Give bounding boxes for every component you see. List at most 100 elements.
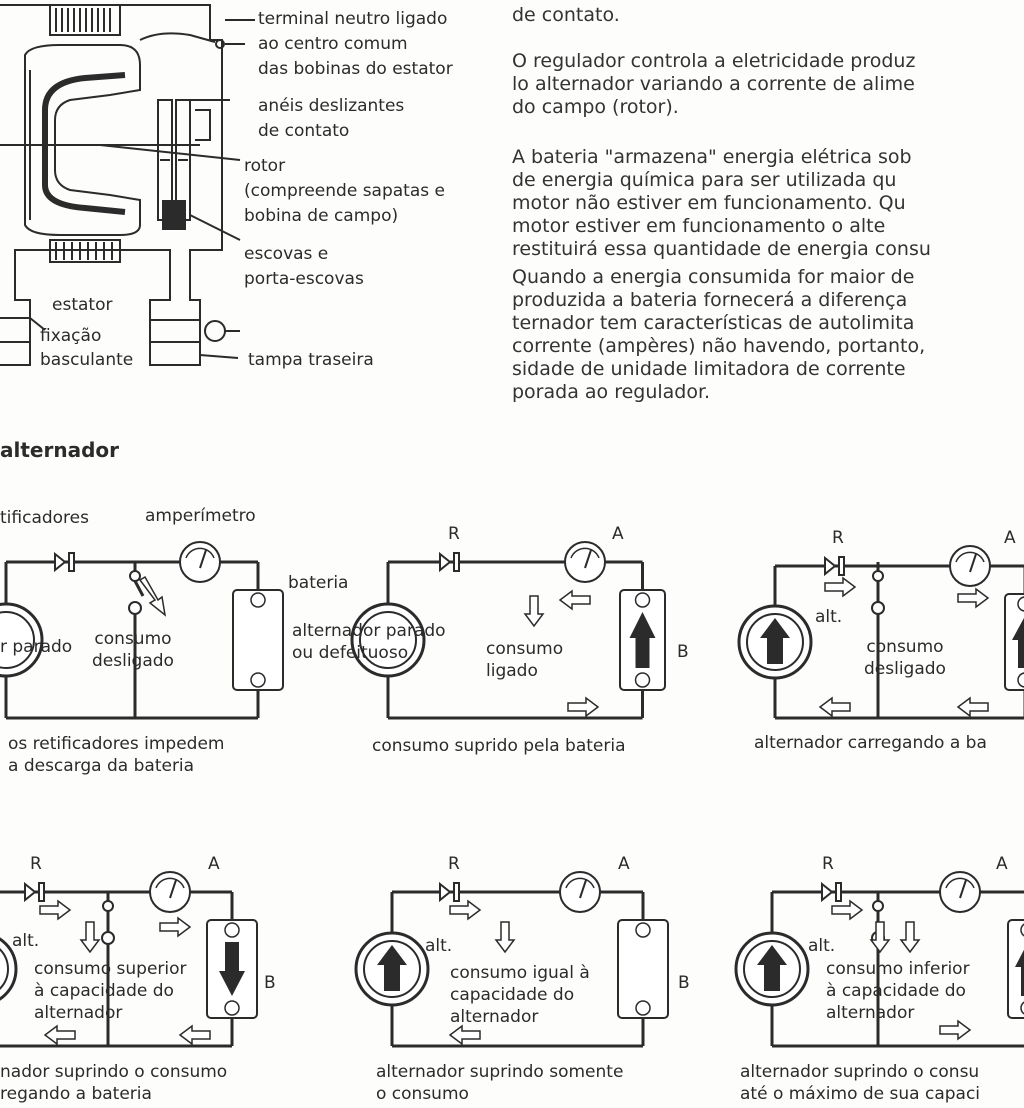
circuit-6-ammeter-scale: [945, 877, 975, 889]
label-alt-6: alt.: [808, 936, 836, 956]
circuit-5-battery-plus: [635, 922, 651, 938]
circuit-2-current-arrow-2: [523, 595, 545, 628]
circuit-6-battery-minus: [1020, 1001, 1024, 1015]
circuit-4-battery-arrow: [219, 942, 245, 996]
circuit-2-switch-pivot: [872, 570, 884, 582]
label-terminal-neutro-2: ao centro comum: [258, 34, 408, 54]
circuit-3-rectifier-icon: [824, 555, 837, 577]
label-rotor-1: rotor: [244, 156, 286, 176]
circuit-3-battery-minus: [1017, 672, 1024, 688]
circuit-2-current-arrow-0: [558, 589, 591, 611]
circuit-4-alternator-inner: [0, 948, 9, 990]
circuit-1-switch-pivot: [129, 570, 141, 582]
label-consumo-igual: consumo igual à capacidade do alternador: [450, 963, 590, 1027]
circuit-4-ammeter-needle: [169, 879, 177, 899]
label-b-4: B: [264, 973, 276, 993]
circuit-5-ammeter-needle: [579, 879, 587, 899]
label-fixacao: fixação: [40, 326, 102, 346]
circuit-3-ammeter-scale: [955, 551, 985, 563]
circuit-5-switch-pivot: [872, 900, 884, 912]
circuit-2-current-arrow-1: [567, 696, 600, 718]
circuit-3-ammeter-needle: [969, 553, 977, 573]
label-a-3: A: [1004, 528, 1016, 548]
label-consumo-desligado-1: consumo desligado: [92, 629, 174, 671]
circuit-6-alternator-arrow: [757, 945, 787, 991]
circuit-2-ammeter-needle: [584, 549, 592, 569]
circuit-6-battery-plus: [1020, 923, 1024, 937]
circuit-1-battery-plus: [250, 592, 266, 608]
paragraph-regulador: O regulador controla a eletricidade prod…: [512, 50, 916, 118]
circuit-5-alternator-arrow: [377, 945, 407, 991]
circuit-1-ammeter-scale: [185, 547, 215, 559]
circuit-4-lamp-icon: [101, 931, 115, 945]
circuit-5-rectifier-plate: [453, 882, 460, 902]
label-retificadores: tificadores: [0, 508, 89, 528]
label-alt-3: alt.: [815, 607, 843, 627]
circuit-2-battery-arrow: [629, 612, 656, 668]
circuit-6-current-arrow-3: [939, 1019, 972, 1041]
circuit-4-switch-pivot: [102, 900, 114, 912]
circuit-5-current-arrow-2: [448, 1024, 481, 1046]
circuit-1-battery-minus: [250, 672, 266, 688]
circuit-5-battery-minus: [635, 1000, 651, 1016]
label-r-6: R: [822, 854, 834, 874]
circuit-6-rectifier-icon: [821, 881, 834, 903]
circuit-5-ammeter-scale: [565, 877, 595, 889]
circuit-3-battery-plus: [1017, 596, 1024, 612]
caption-suprindo-carregando: nador suprindo o consumo regando a bater…: [0, 1062, 228, 1104]
circuit-3-current-arrow-1: [957, 587, 990, 609]
circuit-3-current-arrow-3: [956, 696, 989, 718]
circuit-6-current-arrow-0: [831, 899, 864, 921]
circuit-3-alternator-arrow: [760, 618, 790, 664]
circuit-4-current-arrow-0: [39, 899, 72, 921]
circuit-1-load-arrow: [138, 575, 167, 617]
label-tampa-traseira: tampa traseira: [248, 350, 374, 370]
circuit-4-current-arrow-3: [43, 1024, 76, 1046]
circuit-4-current-arrow-1: [159, 916, 192, 938]
circuit-3-battery-arrow: [1012, 617, 1024, 668]
label-alt-4: alt.: [12, 931, 40, 951]
label-consumo-superior: consumo superior à capacidade do alterna…: [34, 959, 187, 1023]
label-basculante: basculante: [40, 350, 134, 370]
circuit-4-battery-minus: [224, 1000, 240, 1016]
label-estator: estator: [52, 295, 113, 315]
circuit-1-battery-icon: [232, 589, 284, 691]
circuit-1-lamp-icon: [128, 601, 142, 615]
label-terminal-neutro-1: terminal neutro ligado: [258, 9, 448, 29]
circuit-4-current-arrow-4: [79, 921, 101, 954]
label-a-2: A: [612, 524, 624, 544]
circuit-1-ammeter-needle: [199, 549, 207, 569]
label-r-3: R: [832, 528, 844, 548]
circuit-3-current-arrow-2: [818, 696, 851, 718]
circuit-4-current-arrow-2: [178, 1024, 211, 1046]
label-b-2: B: [677, 642, 689, 662]
label-a-6: A: [996, 854, 1008, 874]
label-consumo-ligado: consumo ligado: [486, 639, 564, 681]
label-r-4: R: [30, 854, 42, 874]
label-bateria: bateria: [288, 573, 349, 593]
circuit-2-lamp-icon: [871, 601, 885, 615]
paragraph-energia: Quando a energia consumida for maior de …: [512, 266, 926, 403]
circuit-5-current-arrow-0: [449, 899, 482, 921]
circuit-5-current-arrow-1: [494, 921, 516, 954]
circuit-1-alternator-inner: [0, 611, 35, 669]
circuit-1-switch-blade: [133, 580, 145, 597]
caption-carregando: alternador carregando a ba: [754, 733, 987, 753]
circuit-5-battery-icon: [617, 919, 669, 1019]
label-r-5: R: [448, 854, 460, 874]
label-alternador-parado: alternador parado ou defeituoso: [292, 621, 446, 663]
label-escovas-2: porta-escovas: [244, 269, 364, 289]
circuit-5-rectifier-icon: [439, 881, 452, 903]
circuit-1-rectifier-icon: [54, 551, 67, 573]
circuit-4-battery-plus: [224, 922, 240, 938]
section-title: alternador: [0, 438, 119, 462]
label-b-5: B: [678, 973, 690, 993]
label-amperimetro: amperímetro: [145, 506, 256, 526]
circuit-2-rectifier-icon: [439, 551, 452, 573]
circuit-3-rectifier-plate: [838, 556, 845, 576]
label-a-4: A: [208, 854, 220, 874]
circuit-4-ammeter-scale: [155, 877, 185, 889]
label-consumo-desligado-3: consumo desligado: [864, 637, 946, 679]
circuit-2-battery-minus: [634, 672, 651, 688]
